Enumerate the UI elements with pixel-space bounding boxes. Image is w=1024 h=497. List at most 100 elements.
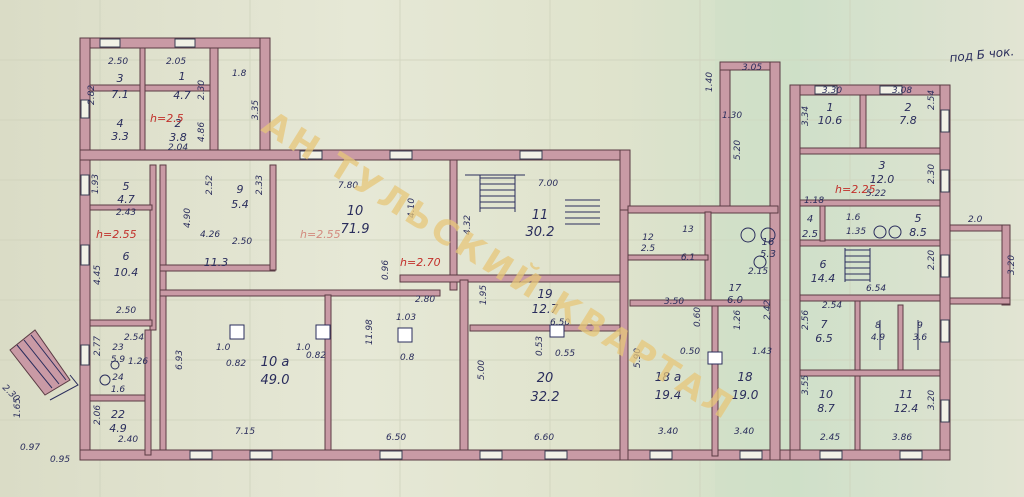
dim-label: 3.34 bbox=[801, 106, 811, 126]
dim-label: 2.06 bbox=[93, 405, 103, 425]
dim-label: 3.05 bbox=[742, 63, 762, 73]
room-labels: 1 4.7 2 3.8 3 7.1 4 3.3 5 4.7 6 10.4 11.… bbox=[109, 70, 927, 435]
dim-label: 1.30 bbox=[722, 111, 742, 121]
dim-label: 3.30 bbox=[822, 86, 842, 96]
dim-label: 4.26 bbox=[200, 230, 220, 240]
room-no: 3 bbox=[117, 72, 124, 85]
room-no: 18 а bbox=[655, 370, 681, 384]
room-no: 22 bbox=[111, 408, 125, 421]
dim-label: 1.0 bbox=[216, 343, 231, 353]
room-area: 49.0 bbox=[261, 373, 290, 388]
room-no: 1 bbox=[827, 101, 834, 114]
ceiling-heights: h=2.5 h=2.55 h=2.70 h=2.25 h=2.55 bbox=[96, 112, 876, 269]
room-no: 11 bbox=[532, 208, 549, 223]
room-area: 7.1 bbox=[111, 88, 129, 101]
dim-label: 2.80 bbox=[415, 295, 435, 305]
dim-label: 2.15 bbox=[748, 267, 768, 277]
room-area: 30.2 bbox=[526, 225, 555, 240]
room-no: 4 bbox=[117, 117, 124, 130]
dim-label: 0.96 bbox=[381, 260, 391, 280]
room-area: 5.4 bbox=[231, 198, 249, 211]
dim-label: 2.05 bbox=[166, 57, 186, 67]
room-no: 24 bbox=[112, 373, 124, 383]
dim-label: 3.86 bbox=[892, 433, 912, 443]
room-no: 2 bbox=[905, 101, 912, 114]
dim-label: 2.43 bbox=[116, 208, 136, 218]
room-area: 5.3 bbox=[760, 249, 776, 260]
dim-label: 0.53 bbox=[535, 336, 545, 356]
dim-label: 2.33 bbox=[255, 175, 265, 195]
dim-label: 2.54 bbox=[124, 333, 144, 343]
dim-label: 2.45 bbox=[820, 433, 840, 443]
room-no: 10 bbox=[347, 204, 364, 219]
height-label: h=2.70 bbox=[400, 256, 441, 269]
room-area: 1.6 bbox=[111, 385, 126, 395]
room-no: 11 bbox=[899, 388, 913, 401]
room-area: 10.4 bbox=[114, 266, 139, 279]
room-area: 8.7 bbox=[817, 402, 835, 415]
dim-label: 3.40 bbox=[734, 427, 754, 437]
room-area: 2.5 bbox=[641, 244, 656, 254]
dim-label: 4.32 bbox=[463, 215, 473, 235]
room-no: 9 bbox=[917, 321, 923, 331]
dim-label: 2.42 bbox=[763, 300, 773, 320]
dim-label: 7.80 bbox=[338, 181, 358, 191]
dim-label: 1.26 bbox=[128, 357, 148, 367]
room-area: 4.9 bbox=[871, 333, 886, 343]
room-no: 10 bbox=[819, 388, 833, 401]
room-area: 12.7 bbox=[532, 302, 559, 316]
dim-label: 2.20 bbox=[927, 250, 937, 270]
dim-label: 3.08 bbox=[892, 86, 912, 96]
dim-label: 4.45 bbox=[93, 265, 103, 285]
dim-label: 4.86 bbox=[197, 122, 207, 142]
room-no: 7 bbox=[821, 318, 828, 331]
room-area: 6.5 bbox=[815, 332, 833, 345]
room-area: 6.0 bbox=[727, 295, 743, 306]
room-area: 4.9 bbox=[109, 422, 127, 435]
dim-label: 3.50 bbox=[664, 297, 684, 307]
dim-label: 5.90 bbox=[633, 348, 643, 368]
dim-label: 2.50 bbox=[232, 237, 252, 247]
dim-label: 6.93 bbox=[175, 350, 185, 370]
room-no: 12 bbox=[642, 233, 654, 243]
dim-label: 2.56 bbox=[801, 310, 811, 330]
dim-label: 6.50 bbox=[386, 433, 406, 443]
dim-label: 0.60 bbox=[693, 307, 703, 327]
room-no: 5 bbox=[123, 180, 130, 193]
stairs bbox=[9, 174, 871, 401]
room-area: 4.7 bbox=[173, 89, 191, 102]
dim-label: 2.30 bbox=[197, 80, 207, 100]
header-note: под Б чок. bbox=[949, 44, 1015, 65]
height-label: h=2.5 bbox=[150, 112, 184, 125]
dim-label: 1.6 bbox=[846, 213, 861, 223]
dim-label: 2.77 bbox=[93, 336, 103, 356]
dim-label: 3.55 bbox=[801, 375, 811, 395]
room-area: 4.7 bbox=[117, 193, 135, 206]
dim-label: 6.60 bbox=[534, 433, 554, 443]
dim-label: 1.43 bbox=[752, 347, 772, 357]
dim-label: 1.65 bbox=[13, 398, 23, 418]
height-label: h=2.55 bbox=[96, 228, 137, 241]
dim-label: 1.26 bbox=[733, 310, 743, 330]
height-label: h=2.55 bbox=[300, 228, 341, 241]
room-no: 20 bbox=[537, 371, 554, 386]
room-area: 19.4 bbox=[655, 388, 682, 402]
room-area: 3.3 bbox=[111, 130, 129, 143]
dim-label: 2.0 bbox=[968, 215, 983, 225]
room-no: 17 bbox=[729, 283, 742, 294]
walls bbox=[79, 37, 1011, 461]
dim-label: 3.40 bbox=[658, 427, 678, 437]
dim-label: 2.50 bbox=[116, 306, 136, 316]
dim-label: 7.00 bbox=[538, 179, 558, 189]
room-area: 10.6 bbox=[818, 114, 843, 127]
dim-label: 3.35 bbox=[251, 100, 261, 120]
dim-label: 1.0 bbox=[296, 343, 311, 353]
dimensions: 2.50 2.05 1.8 2.82 2.30 3.35 2.04 4.86 1… bbox=[0, 57, 1017, 465]
room-area: 12.0 bbox=[870, 173, 895, 186]
dim-label: 6.54 bbox=[866, 284, 886, 294]
dim-label: 6.50 bbox=[550, 318, 570, 328]
room-no: 8 bbox=[875, 321, 881, 331]
room-area: 32.2 bbox=[531, 390, 560, 405]
